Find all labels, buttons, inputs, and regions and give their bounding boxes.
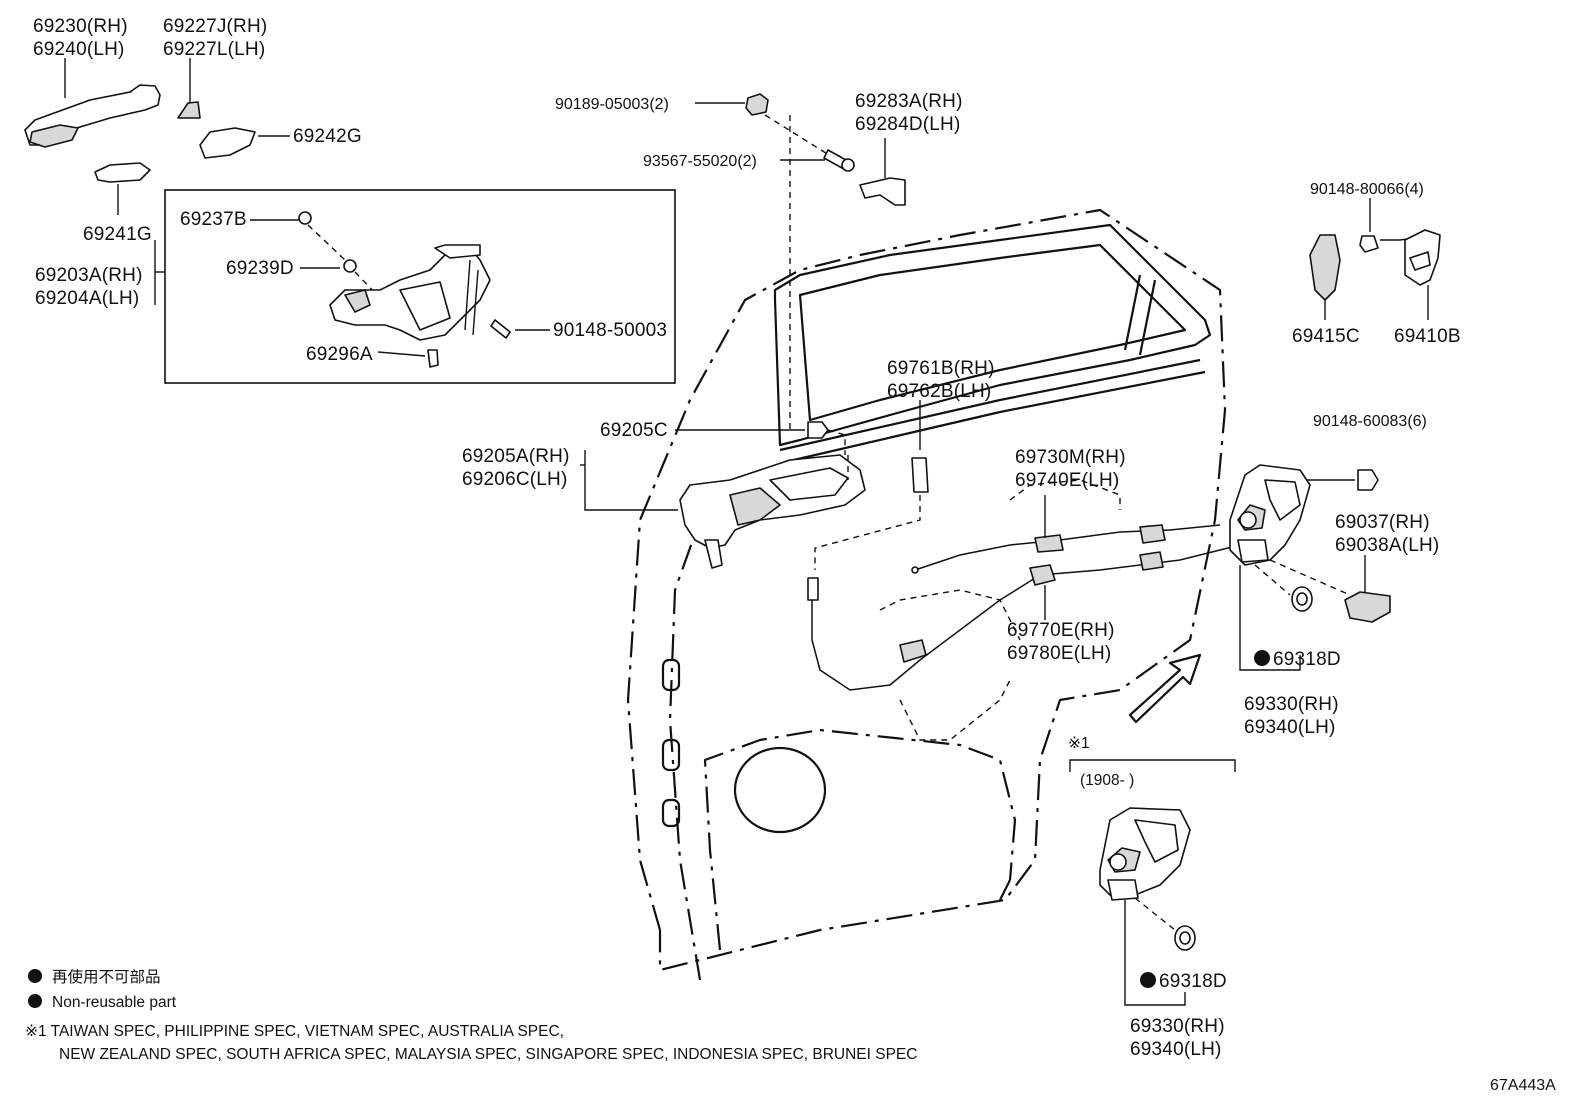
spec-note-line1: ※1 TAIWAN SPEC, PHILIPPINE SPEC, VIETNAM… <box>25 1023 564 1040</box>
label-69038A: 69038A(LH) <box>1335 535 1439 556</box>
label-69230: 69230(RH) <box>33 16 128 37</box>
label-69237B: 69237B <box>180 209 247 230</box>
label-69770E: 69770E(RH) <box>1007 620 1115 641</box>
label-90148-50003: 90148-50003 <box>553 320 667 341</box>
label-69340-b: 69340(LH) <box>1130 1039 1222 1060</box>
label-69239D: 69239D <box>226 258 294 279</box>
label-69330-a: 69330(RH) <box>1244 694 1339 715</box>
label-69318D-b: 69318D <box>1159 971 1227 992</box>
label-69204A: 69204A(LH) <box>35 288 139 309</box>
label-69241G: 69241G <box>83 224 152 245</box>
label-90148-80066: 90148-80066(4) <box>1310 181 1424 198</box>
label-90148-60083: 90148-60083(6) <box>1313 413 1427 430</box>
inset-spec <box>1069 759 1236 1006</box>
label-93567: 93567-55020(2) <box>643 153 757 170</box>
actuator-subassembly-box <box>164 189 676 384</box>
label-69730M: 69730M(RH) <box>1015 447 1126 468</box>
label-69780E: 69780E(LH) <box>1007 643 1111 664</box>
label-69284D: 69284D(LH) <box>855 114 961 135</box>
legend-text-en: Non-reusable part <box>52 994 177 1011</box>
label-69318D-a: 69318D <box>1273 649 1341 670</box>
label-69205C: 69205C <box>600 420 668 441</box>
inside-handle-parts <box>580 421 866 569</box>
legend-text-jp: 再使用不可部品 <box>52 968 161 986</box>
direction-arrow <box>1128 653 1202 724</box>
part-labels: 69230(RH) 69240(LH) 69227J(RH) 69227L(LH… <box>33 16 1461 1060</box>
label-69415C: 69415C <box>1292 326 1360 347</box>
label-69240: 69240(LH) <box>33 39 125 60</box>
label-69296A: 69296A <box>306 344 373 365</box>
label-69761B: 69761B(RH) <box>887 358 995 379</box>
label-69205A: 69205A(RH) <box>462 446 570 467</box>
outside-handle-parts <box>24 58 290 215</box>
label-69283A: 69283A(RH) <box>855 91 963 112</box>
label-69037: 69037(RH) <box>1335 512 1430 533</box>
label-69340-a: 69340(LH) <box>1244 717 1336 738</box>
label-69740E: 69740E(LH) <box>1015 470 1119 491</box>
label-69410B: 69410B <box>1394 326 1461 347</box>
label-69227J: 69227J(RH) <box>163 16 267 37</box>
label-69330-b: 69330(RH) <box>1130 1016 1225 1037</box>
figure-code: 67A443A <box>1490 1077 1556 1094</box>
label-90189: 90189-05003(2) <box>555 96 669 113</box>
legend: 再使用不可部品 Non-reusable part ※1 TAIWAN SPEC… <box>25 968 917 1063</box>
striker-parts <box>1309 198 1441 320</box>
label-69206C: 69206C(LH) <box>462 469 568 490</box>
actuator-parts <box>154 211 550 368</box>
inset-marker: ※1 <box>1068 735 1090 752</box>
non-reusable-marker-b <box>1140 972 1156 988</box>
label-69242G: 69242G <box>293 126 362 147</box>
legend-bullet-en <box>28 994 42 1008</box>
legend-bullet-jp <box>28 969 42 983</box>
non-reusable-marker-a <box>1254 650 1270 666</box>
cable-parts <box>807 400 1241 691</box>
spec-note-line2: NEW ZEALAND SPEC, SOUTH AFRICA SPEC, MAL… <box>59 1046 917 1063</box>
door-lock-main <box>1229 464 1391 671</box>
label-69227L: 69227L(LH) <box>163 39 265 60</box>
inset-date-range: (1908- ) <box>1080 772 1134 789</box>
label-69203A: 69203A(RH) <box>35 265 143 286</box>
top-center-fasteners <box>695 93 906 430</box>
rear-door-outline <box>626 208 1227 981</box>
label-69762B: 69762B(LH) <box>887 381 991 402</box>
